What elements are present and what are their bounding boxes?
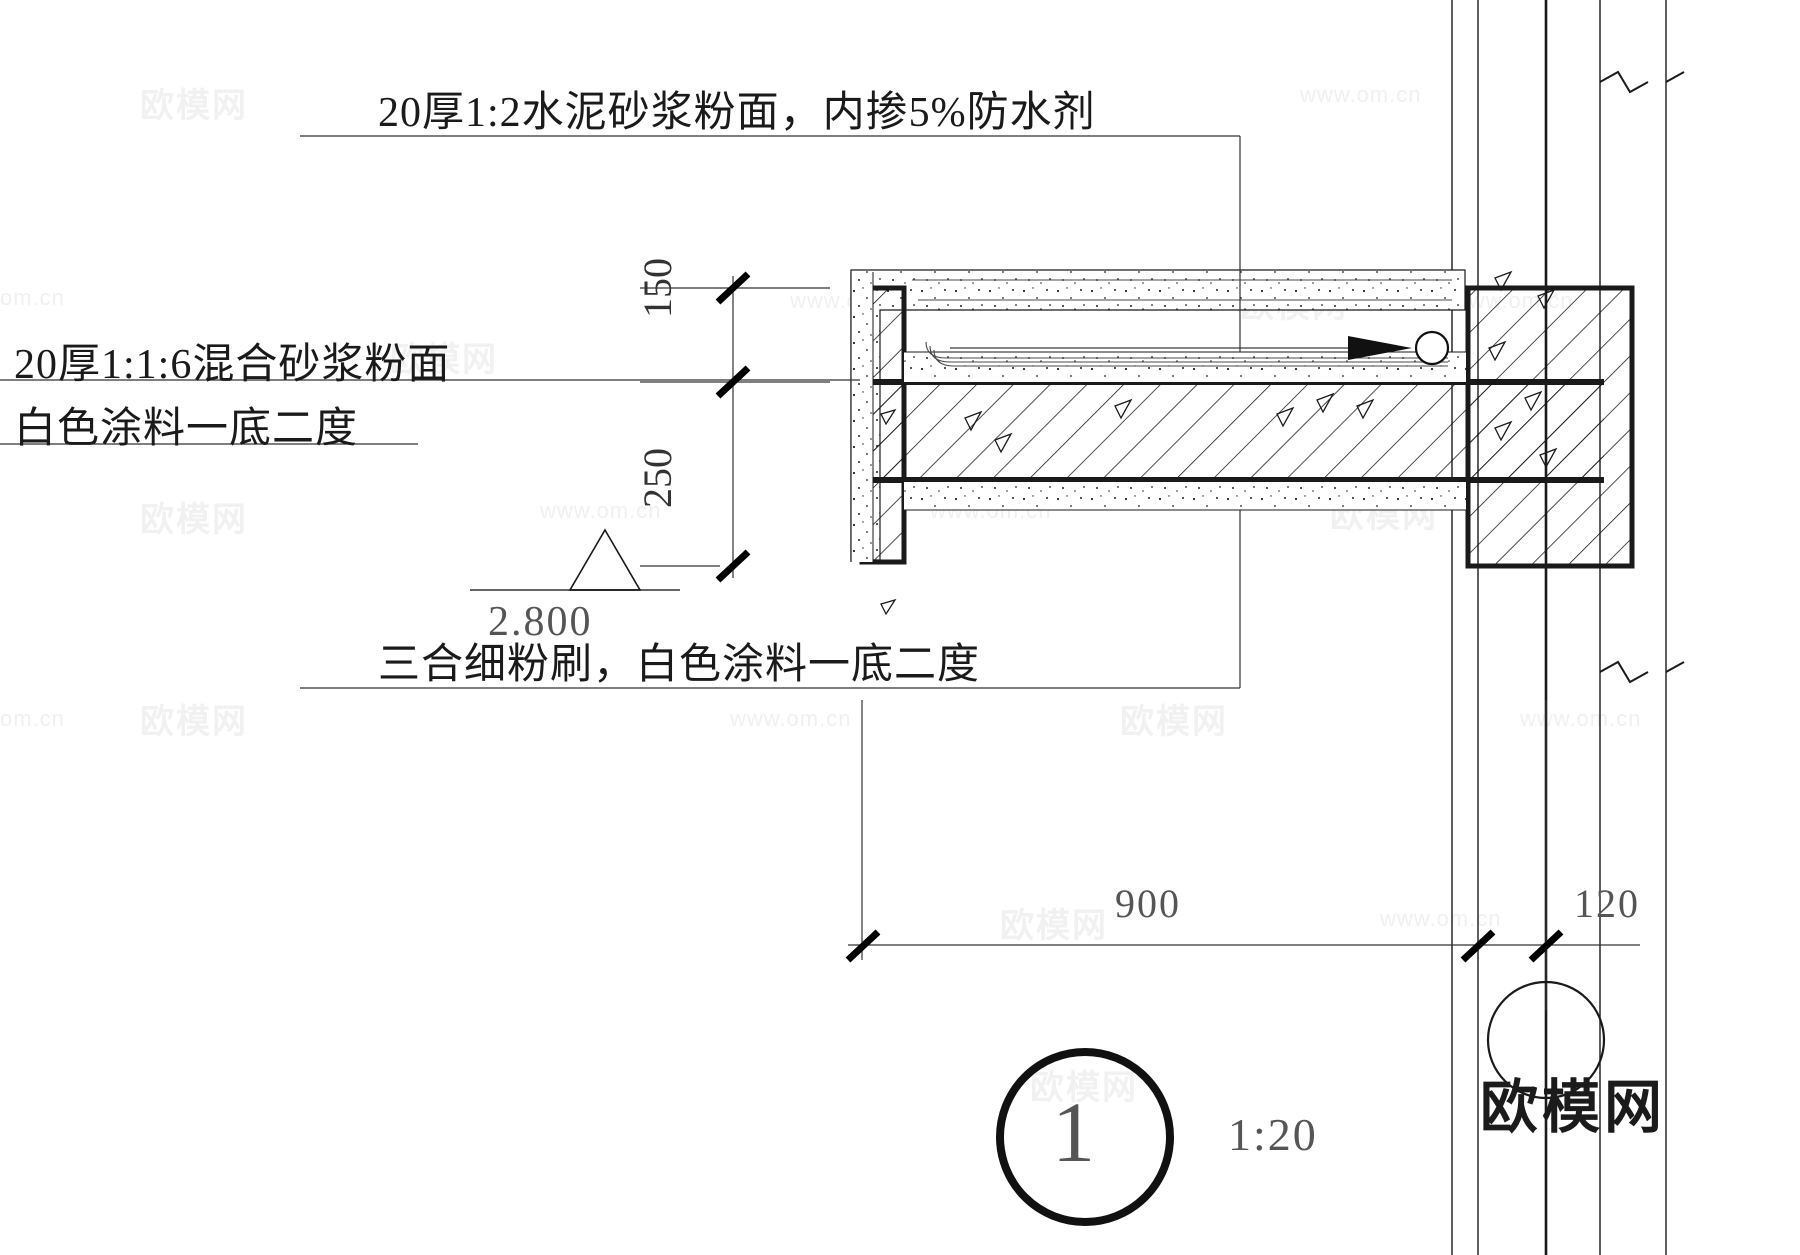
- slope-arrow: [950, 330, 1450, 366]
- note-top-text: 20厚1:2水泥砂浆粉面，内掺5%防水剂: [378, 90, 1096, 136]
- leader-lines: [0, 135, 1241, 689]
- gutter-channel-lines: [912, 279, 1452, 367]
- detail-callout-bubble[interactable]: [996, 1048, 1174, 1226]
- dimension-label-250: 250: [635, 448, 680, 508]
- render-skin-slab: [850, 272, 1466, 562]
- dimension-label-120: 120: [1574, 881, 1640, 926]
- dimension-label-150: 150: [635, 258, 680, 318]
- elevation-level-marker: [470, 528, 680, 591]
- note-bottom-text: 三合细粉刷，白色涂料一底二度: [378, 642, 981, 688]
- scale-label: 1:20: [1228, 1109, 1318, 1160]
- vertical-dimension-chain: [640, 271, 830, 583]
- elevation-value-label: 2.800: [488, 599, 593, 645]
- wall-vertical-lines: [1451, 0, 1667, 1255]
- break-line-symbol-top: [1599, 70, 1685, 94]
- note-left-line1: 20厚1:1:6混合砂浆粉面: [14, 342, 451, 388]
- detail-number-label: 1: [1052, 1084, 1095, 1180]
- concrete-triangle-symbols: [880, 270, 1558, 616]
- concrete-pier: [1465, 285, 1635, 569]
- dimension-label-900: 900: [1115, 881, 1181, 926]
- break-line-symbol-bottom: [1599, 660, 1685, 684]
- horizontal-dimension-chain: [845, 700, 1640, 1100]
- note-left-line2: 白色涂料一底二度: [14, 406, 359, 452]
- brand-logo: 欧模网: [1480, 1075, 1667, 1140]
